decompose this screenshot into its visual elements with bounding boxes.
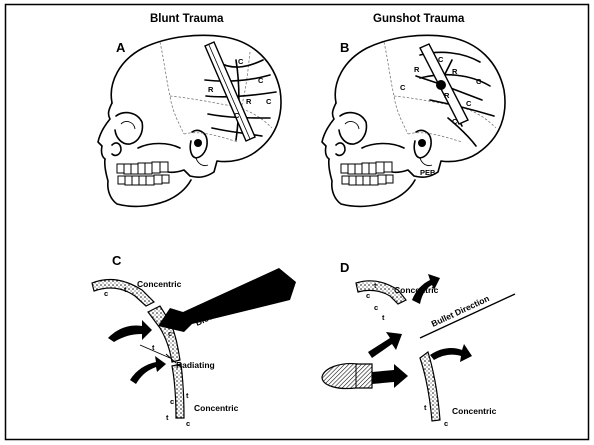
panel-b-label-r3: R (444, 91, 450, 100)
panel-d-arrow-upper (368, 332, 402, 358)
panel-b-label-c3: C (466, 99, 472, 108)
panel-a: Blunt Trauma A (98, 13, 281, 206)
svg-text:c: c (104, 289, 108, 298)
panel-c-radiating: Radiating (176, 360, 215, 370)
svg-text:c: c (168, 329, 172, 338)
panel-c-curved-arrow-1 (108, 320, 152, 342)
svg-text:c: c (186, 419, 190, 428)
panel-a-label-c3: C (266, 97, 272, 106)
svg-text:c: c (444, 419, 448, 428)
panel-b-label-c4: C (400, 83, 406, 92)
svg-text:t: t (382, 313, 385, 322)
panel-b-peb-label: PEB (420, 168, 436, 177)
figure-frame (6, 5, 589, 440)
panel-b-label-c5: C (452, 117, 458, 126)
svg-text:c: c (170, 397, 174, 406)
panel-d-concentric-top: Concentric (394, 285, 439, 295)
panel-b-label-c2: C (476, 77, 482, 86)
panel-d-concentric-bottom: Concentric (452, 406, 497, 416)
svg-text:t: t (424, 403, 427, 412)
panel-c-concentric-bottom: Concentric (194, 403, 239, 413)
blow-direction-arrow (158, 268, 296, 332)
svg-text:t: t (186, 391, 189, 400)
panel-c: C Concentric Radiating Concentric Blow D… (92, 253, 296, 428)
panel-d-arrow-lower (372, 364, 408, 388)
panel-d-letter: D (340, 260, 349, 275)
panel-a-label-c2: C (258, 76, 264, 85)
bullet-direction-line (420, 294, 515, 338)
skull-b-illustration (322, 35, 505, 206)
svg-text:c: c (366, 291, 370, 300)
panel-c-letter: C (112, 253, 122, 268)
svg-text:t: t (152, 343, 155, 352)
svg-text:c: c (374, 303, 378, 312)
panel-a-label-r1: R (208, 85, 214, 94)
panel-a-title: Blunt Trauma (150, 13, 224, 25)
panel-d: D Concentric Concentric Bullet Direction… (322, 260, 515, 428)
panel-a-label-c1: C (238, 57, 244, 66)
skull-a-illustration (98, 35, 281, 206)
panel-c-curved-arrow-2 (130, 356, 166, 384)
panel-d-bone-section (356, 281, 440, 421)
panel-b: Gunshot Trauma B (322, 13, 505, 206)
panel-c-concentric-top: Concentric (137, 279, 182, 289)
panel-d-curved-arrow-right (430, 344, 472, 362)
panel-a-label-r2: R (246, 97, 252, 106)
panel-b-letter: B (340, 40, 349, 55)
panel-a-label-c4: C (234, 111, 240, 120)
panel-a-letter: A (116, 40, 126, 55)
panel-b-label-r1: R (414, 65, 420, 74)
panel-b-label-c1: C (438, 55, 444, 64)
panel-b-label-r2: R (452, 67, 458, 76)
panel-b-title: Gunshot Trauma (373, 13, 465, 25)
svg-text:t: t (166, 413, 169, 422)
bullet (322, 364, 372, 389)
panel-d-bullet-direction: Bullet Direction (430, 293, 491, 329)
